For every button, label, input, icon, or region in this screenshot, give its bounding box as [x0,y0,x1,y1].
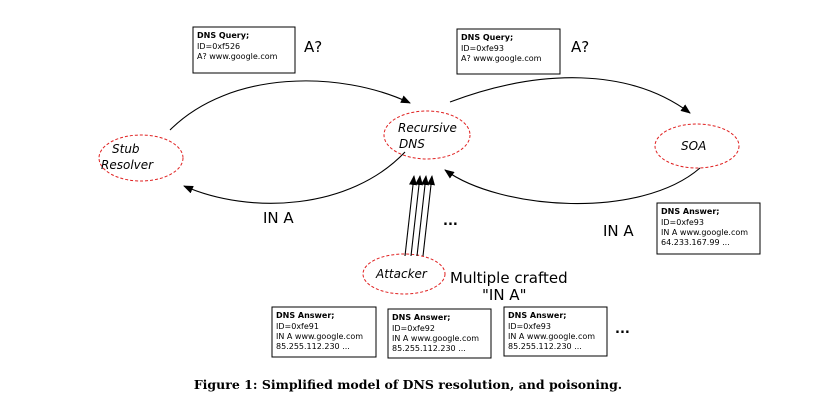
dns-answer-box-soa: DNS Answer; ID=0xfe93 IN A www.google.co… [656,202,761,255]
attacker-label: Attacker [375,267,428,281]
box-line: IN A www.google.com [661,228,748,237]
figure-caption: Figure 1: Simplified model of DNS resolu… [194,377,622,392]
edge-recursive-to-soa [449,77,691,114]
box-title: DNS Query; [197,31,249,40]
flood-arrow-2 [410,175,423,257]
box-line: ID=0xfe93 [461,44,504,53]
box-line: ID=0xfe93 [661,218,704,227]
label-answer-stub: IN A [263,209,294,227]
box-title: DNS Answer; [508,311,567,320]
recursive-label-line2: DNS [399,137,425,151]
edge-stub-to-recursive [169,80,411,131]
dns-query-box-2: DNS Query; ID=0xfe93 A? www.google.com [456,28,561,75]
box-title: DNS Answer; [276,311,335,320]
box-line: ID=0xf526 [197,42,240,51]
recursive-label-line1: Recursive [398,121,457,135]
soa-label: SOA [681,139,706,153]
box-title: DNS Answer; [392,313,451,322]
box-line: IN A www.google.com [392,334,479,343]
box-line: A? www.google.com [461,54,542,63]
box-line: ID=0xfe93 [508,322,551,331]
edge-soa-to-recursive [444,167,701,205]
stub-label-line2: Resolver [101,158,154,172]
more-flood-ellipsis: ... [443,214,458,229]
box-line: 85.255.112.230 ... [392,344,466,353]
forged-answer-box-3: DNS Answer; ID=0xfe93 IN A www.google.co… [503,306,608,357]
label-query-a-2: A? [571,38,589,56]
label-answer-soa: IN A [603,222,634,240]
label-query-a-1: A? [304,38,322,56]
flood-arrow-4 [422,175,435,257]
attacker-note-line2: "IN A" [482,286,526,304]
box-line: ID=0xfe92 [392,324,435,333]
box-title: DNS Answer; [661,207,720,216]
edge-recursive-to-stub [183,151,406,204]
box-line: 85.255.112.230 ... [508,342,582,351]
forged-answer-box-1: DNS Answer; ID=0xfe91 IN A www.google.co… [271,306,377,358]
node-attacker: Attacker [362,253,446,295]
attacker-note-line1: Multiple crafted [450,269,568,287]
box-line: IN A www.google.com [508,332,595,341]
box-line: IN A www.google.com [276,332,363,341]
flood-arrow-3 [416,175,429,257]
node-stub-resolver: Stub Resolver [98,134,184,182]
box-line: A? www.google.com [197,52,278,61]
forged-answer-box-2: DNS Answer; ID=0xfe92 IN A www.google.co… [387,308,492,359]
box-line: 64.233.167.99 ... [661,238,730,247]
dns-query-box-1: DNS Query; ID=0xf526 A? www.google.com [192,26,296,74]
node-recursive-dns: Recursive DNS [383,110,471,160]
more-boxes-ellipsis: ... [615,322,630,337]
stub-label-line1: Stub [112,142,140,156]
node-soa: SOA [654,123,740,169]
flood-arrow-1 [404,175,417,257]
box-title: DNS Query; [461,33,513,42]
box-line: ID=0xfe91 [276,322,319,331]
box-line: 85.255.112.230 ... [276,342,350,351]
